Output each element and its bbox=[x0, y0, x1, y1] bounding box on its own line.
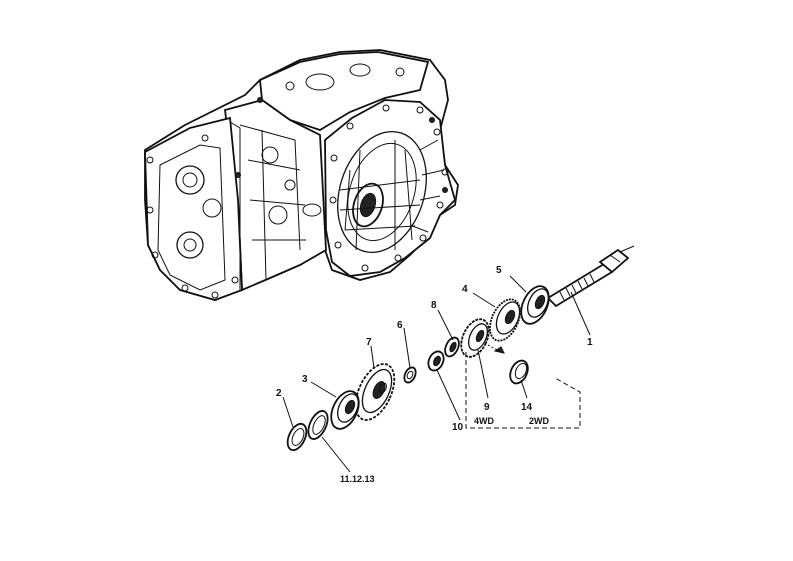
main-shaft bbox=[546, 245, 635, 308]
variant-2wd-label: 2WD bbox=[529, 416, 550, 426]
gear-4 bbox=[489, 298, 521, 342]
washer-2 bbox=[286, 422, 308, 452]
bearing-5 bbox=[520, 285, 550, 325]
washer-8 bbox=[444, 336, 460, 358]
bush-14 bbox=[487, 344, 529, 385]
callout-6: 6 bbox=[397, 320, 403, 331]
circlip-6 bbox=[403, 366, 417, 384]
callout-1: 1 bbox=[587, 337, 593, 348]
callout-3: 3 bbox=[302, 374, 308, 385]
callout-7: 7 bbox=[366, 337, 372, 348]
leader-lines bbox=[282, 275, 591, 473]
callout-2: 2 bbox=[276, 388, 282, 399]
callout-9: 9 bbox=[484, 402, 490, 413]
bearing-3 bbox=[330, 390, 360, 430]
washer-10 bbox=[427, 350, 445, 372]
gear-7 bbox=[354, 363, 396, 421]
transmission-housing bbox=[144, 49, 459, 301]
callout-5: 5 bbox=[496, 265, 502, 276]
variant-4wd-label: 4WD bbox=[474, 416, 495, 426]
callout-8: 8 bbox=[431, 300, 437, 311]
callout-4: 4 bbox=[462, 284, 468, 295]
callout-14: 14 bbox=[521, 402, 533, 413]
gear-9 bbox=[460, 318, 490, 358]
callout-labels: 1 2 3 4 5 6 7 8 9 10 14 11.12.13 4WD 2WD bbox=[276, 265, 593, 484]
callout-11-12-13: 11.12.13 bbox=[340, 474, 375, 484]
callout-10: 10 bbox=[452, 422, 464, 433]
shim-11-12-13 bbox=[307, 410, 329, 440]
